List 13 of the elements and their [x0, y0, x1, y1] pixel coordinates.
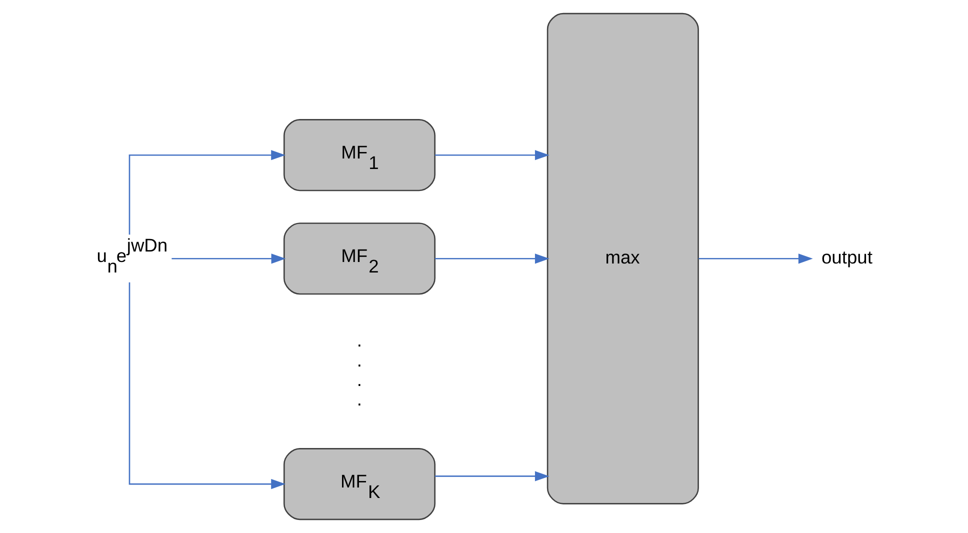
arrow	[434, 150, 550, 160]
label: .	[356, 369, 362, 390]
arrow	[434, 471, 550, 482]
label: .	[356, 388, 362, 410]
label: .	[356, 330, 362, 351]
arrow	[128, 150, 286, 235]
arrow	[128, 282, 286, 490]
node-text: output	[821, 246, 872, 268]
node-box: max	[546, 12, 699, 504]
arrow	[172, 254, 286, 264]
arrow	[434, 254, 550, 264]
arrow	[698, 254, 813, 264]
label: .	[356, 349, 362, 370]
